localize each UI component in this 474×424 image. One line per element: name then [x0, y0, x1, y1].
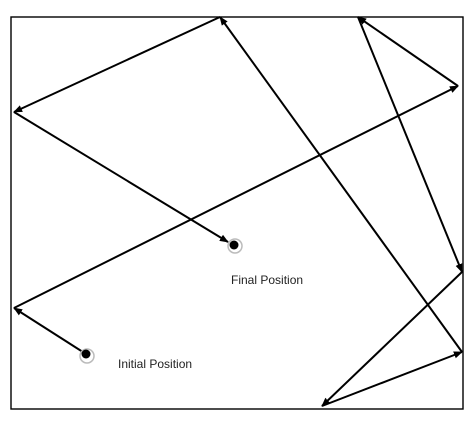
trajectory-segment-1 [13, 307, 87, 355]
trajectory-segment-4 [357, 16, 463, 273]
trajectory-segment-2 [13, 85, 459, 309]
initial-position-marker [79, 348, 95, 364]
final-position-label: Final Position [231, 273, 303, 287]
initial-position-label: Initial Position [118, 357, 192, 371]
trajectory-segment-7 [219, 16, 463, 353]
trajectory-path [13, 16, 463, 407]
boundary-box [10, 16, 464, 410]
trajectory-segment-3 [357, 16, 459, 87]
trajectory-segment-8 [13, 16, 221, 113]
final-position-marker [227, 238, 243, 254]
trajectory-segment-9 [13, 111, 229, 243]
trajectory-segment-5 [321, 271, 463, 407]
trajectory-segment-6 [321, 351, 463, 407]
